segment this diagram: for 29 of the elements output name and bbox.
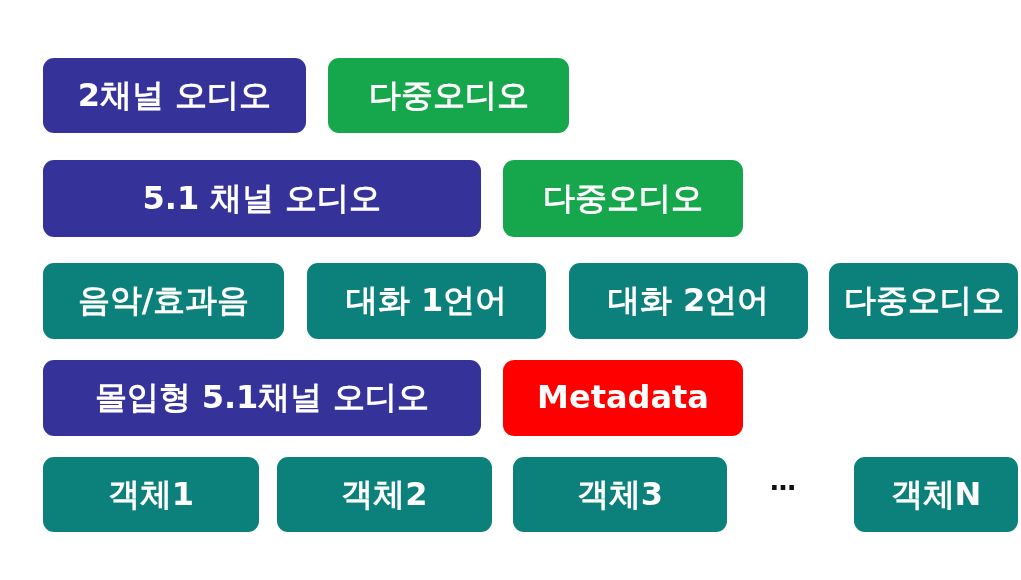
rounded-box	[569, 263, 808, 339]
rounded-box	[513, 457, 727, 532]
rounded-box	[328, 58, 569, 133]
rounded-box	[43, 457, 259, 532]
box-text: 객체N	[890, 476, 982, 513]
ellipsis-text: …	[770, 468, 796, 494]
rounded-box	[503, 160, 743, 237]
box-text: 2채널 오디오	[77, 77, 272, 114]
rounded-box	[43, 58, 306, 133]
rounded-box	[277, 457, 492, 532]
box-text: Metadata	[537, 380, 709, 416]
box-text: 객체1	[107, 476, 195, 513]
box-text: 몰입형 5.1채널 오디오	[94, 380, 430, 416]
rounded-box	[503, 360, 743, 436]
box-text: 다중오디오	[843, 283, 1004, 319]
box-text: 객체2	[341, 476, 428, 513]
rounded-box	[43, 160, 481, 237]
rounded-box	[43, 360, 481, 436]
box-text: 다중오디오	[543, 180, 703, 217]
box-text: 다중오디오	[368, 77, 529, 114]
box-text: 대화 2언어	[607, 283, 770, 319]
box-text: 5.1 채널 오디오	[142, 180, 382, 217]
rounded-box	[43, 263, 284, 339]
box-text: 음악/효과음	[77, 283, 250, 319]
rounded-box	[307, 263, 546, 339]
rounded-box	[854, 457, 1018, 532]
box-text: 대화 1언어	[345, 283, 508, 319]
box-text: 객체3	[576, 476, 664, 513]
rounded-box	[829, 263, 1018, 339]
